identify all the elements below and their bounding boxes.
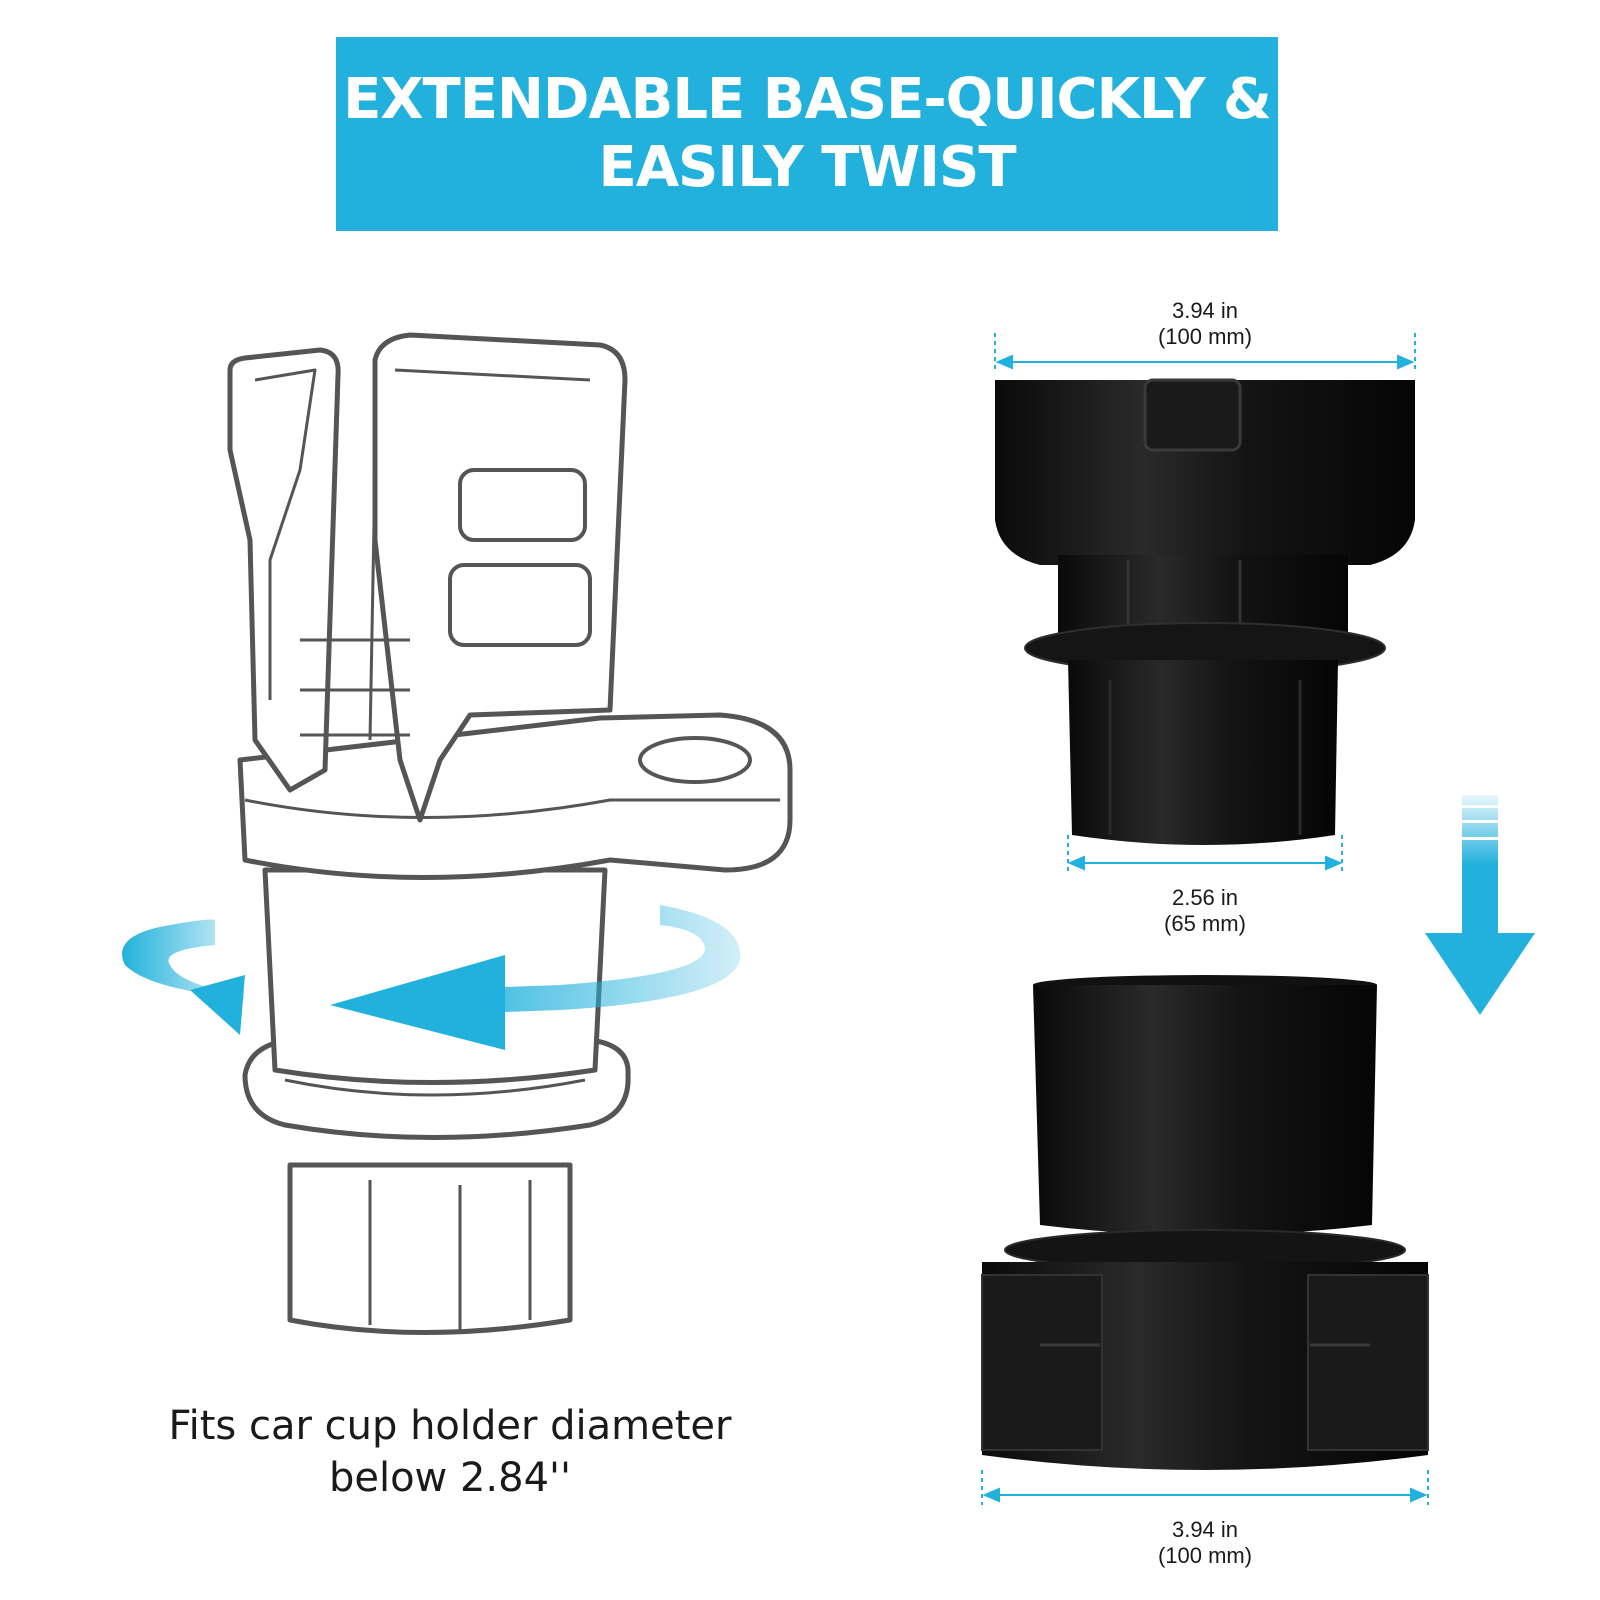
twist-arrow-icon: [122, 905, 741, 1050]
middle-dimension-label: 2.56 in (65 mm): [1085, 885, 1325, 937]
bottom-part-photo: [981, 975, 1429, 1470]
bottom-dimension-line: [981, 1470, 1429, 1505]
middle-dimension-inches: 2.56 in: [1171, 885, 1239, 910]
top-dimension-label: 3.94 in (100 mm): [1085, 298, 1325, 350]
headline-line-2: EASILY TWIST: [598, 135, 1016, 200]
illustration-left-arm: [227, 347, 341, 793]
cup-holder-line-illustration: [122, 332, 793, 1335]
middle-dimension-mm: (65 mm): [1164, 911, 1246, 936]
top-dimension-inches: 3.94 in: [1171, 298, 1239, 323]
headline-banner: EXTENDABLE BASE-QUICKLY & EASILY TWIST: [336, 37, 1278, 231]
fit-caption-line-1: Fits car cup holder diameter: [168, 1403, 732, 1449]
top-dimension-mm: (100 mm): [1157, 324, 1253, 349]
illustration-base: [287, 1162, 573, 1335]
fit-caption-line-2: below 2.84'': [328, 1455, 572, 1501]
down-arrow-icon: [1425, 795, 1535, 1015]
fit-caption: Fits car cup holder diameter below 2.84'…: [150, 1400, 750, 1504]
product-photos: [981, 333, 1429, 1505]
bottom-dimension-mm: (100 mm): [1157, 1543, 1253, 1568]
headline-line-1: EXTENDABLE BASE-QUICKLY &: [343, 67, 1272, 132]
top-part-photo: [995, 378, 1415, 845]
top-dimension-line: [994, 333, 1416, 370]
middle-dimension-line: [1067, 835, 1343, 872]
bottom-dimension-inches: 3.94 in: [1171, 1517, 1239, 1542]
bottom-dimension-label: 3.94 in (100 mm): [1085, 1517, 1325, 1569]
